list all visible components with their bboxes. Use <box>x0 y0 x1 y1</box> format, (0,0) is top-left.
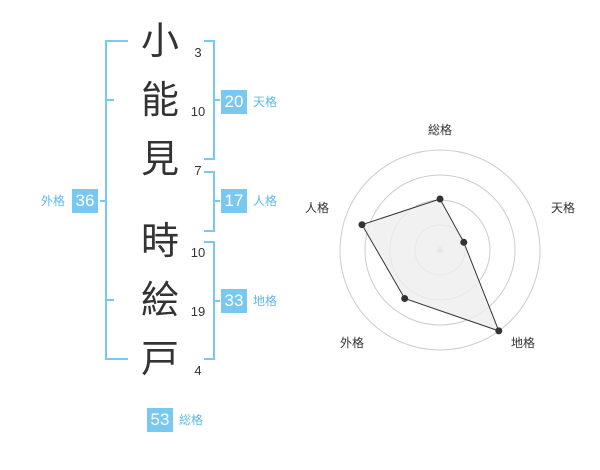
stroke-count-6: 4 <box>194 363 202 378</box>
chikaku-value: 33 <box>221 289 247 313</box>
stroke-count-4: 10 <box>190 245 206 260</box>
radar-axis-label-jinkaku: 人格 <box>304 201 329 215</box>
radar-grid-ring <box>339 149 541 351</box>
tenkaku-label: 天格 <box>253 95 278 109</box>
radar-point-4 <box>401 295 409 302</box>
radar-point-5 <box>358 221 366 229</box>
jinkaku-label: 人格 <box>253 194 278 208</box>
radar-axis-label-chikaku: 地格 <box>510 336 535 350</box>
tenkaku-value: 20 <box>221 90 247 114</box>
name-char-5: 絵 <box>140 278 179 322</box>
radar-value-polygon <box>361 198 500 332</box>
radar-axis-label-soukaku: 総格 <box>427 123 452 137</box>
name-char-3: 見 <box>140 137 179 181</box>
radar-axis-label-gaikaku: 外格 <box>339 336 364 350</box>
name-char-6: 戸 <box>140 337 179 381</box>
name-char-2: 能 <box>140 78 179 122</box>
radar-point-2 <box>460 238 468 246</box>
stroke-count-3: 7 <box>194 163 202 178</box>
stroke-count-1: 3 <box>194 45 202 60</box>
stroke-count-2: 10 <box>190 104 206 119</box>
name-char-1: 小 <box>140 19 179 63</box>
name-char-4: 時 <box>140 219 179 263</box>
radar-axis-label-tenkaku: 天格 <box>550 201 575 215</box>
soukaku-label: 総格 <box>179 413 204 427</box>
jinkaku-value: 17 <box>221 189 247 213</box>
radar-point-3 <box>495 327 503 335</box>
stroke-count-5: 19 <box>190 304 206 319</box>
gaikaku-label: 外格 <box>41 194 66 208</box>
radar-point-1 <box>436 195 444 203</box>
radar-grid-ring <box>364 174 516 326</box>
gaikaku-value: 36 <box>72 189 98 213</box>
chikaku-label: 地格 <box>253 294 278 308</box>
soukaku-value: 53 <box>147 408 173 432</box>
